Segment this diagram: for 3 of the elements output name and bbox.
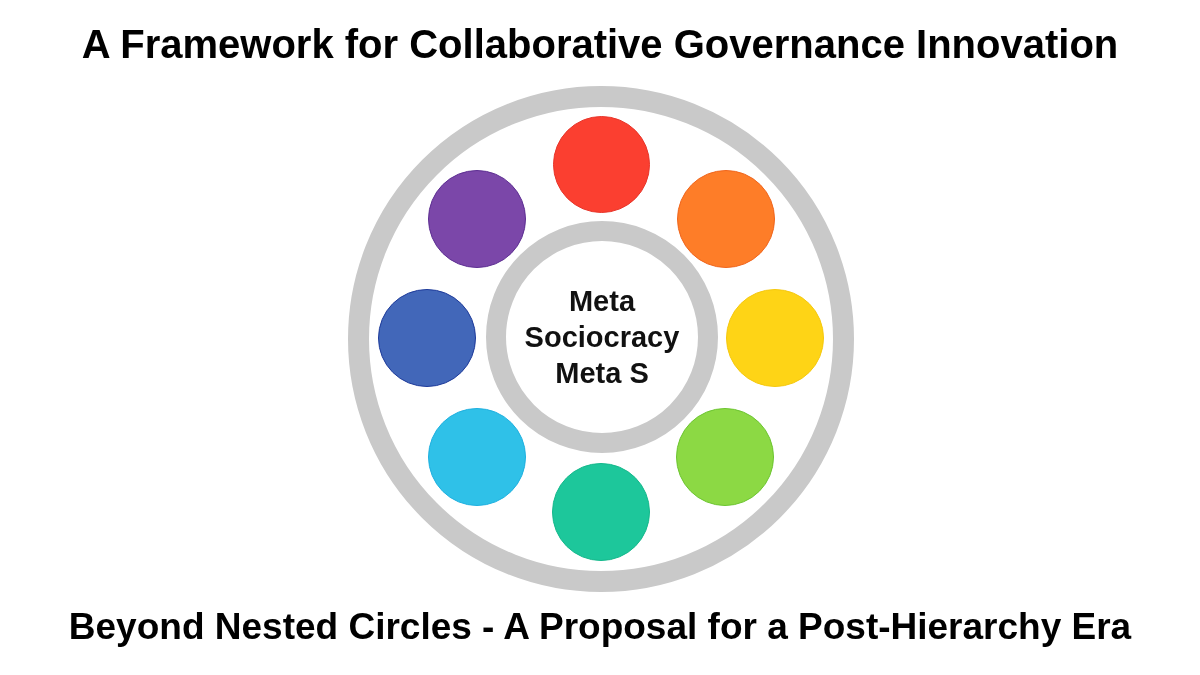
title: A Framework for Collaborative Governance Innovation xyxy=(81,22,1119,67)
caption: Beyond Nested Circles - A Proposal for a Post-Hierarchy Era xyxy=(68,606,1132,648)
center-label: Meta Sociocracy Meta S xyxy=(523,284,681,391)
